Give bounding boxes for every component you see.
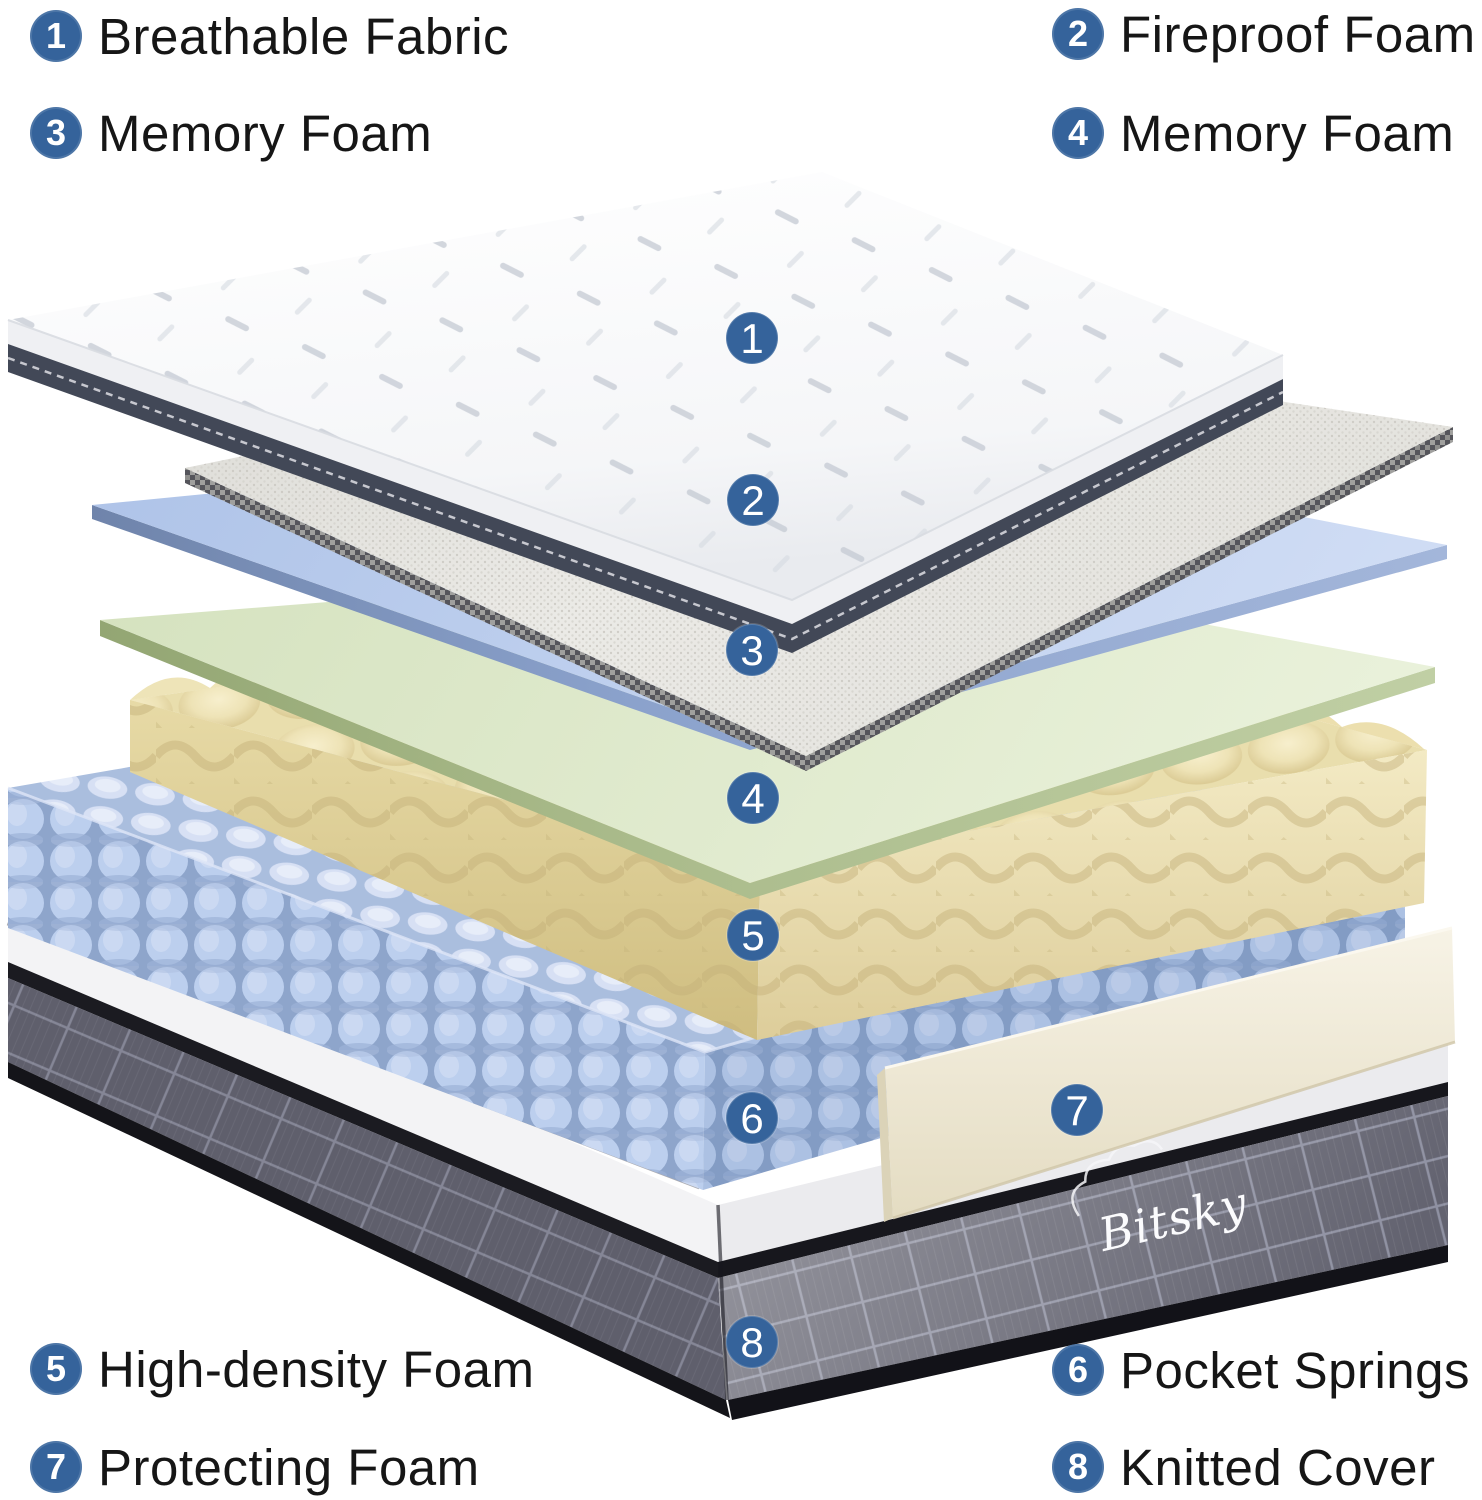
- legend-label-6: Pocket Springs: [1120, 1341, 1471, 1399]
- green-foam-edge: [100, 620, 1435, 899]
- marker-6: 6: [725, 1091, 779, 1145]
- base-piping-top-left: [8, 962, 718, 1278]
- legend-badge-7-num: 7: [45, 1446, 67, 1487]
- quilt-thickness: [8, 320, 1283, 624]
- legend-badge-5: 5: [30, 1343, 82, 1395]
- legend-badge-5-num: 5: [45, 1348, 67, 1389]
- legend-badge-8: 8: [1052, 1441, 1104, 1493]
- cloud-icon: [1071, 1140, 1164, 1217]
- svg-text:2: 2: [741, 477, 764, 524]
- legend-item-1: 1 Breathable Fabric: [30, 8, 509, 65]
- marker-5: 5: [726, 908, 780, 962]
- legend-item-5: 5 High-density Foam: [30, 1341, 535, 1398]
- legend-item-3: 3 Memory Foam: [30, 105, 432, 162]
- base-corner-seam: [716, 1204, 729, 1401]
- mesh-sheet-edge: [185, 427, 1453, 771]
- svg-text:1: 1: [740, 315, 763, 362]
- legend-badge-6: 6: [1052, 1344, 1104, 1396]
- legend-label-3: Memory Foam: [98, 104, 433, 162]
- base-piping-bottom-left: [8, 1062, 730, 1418]
- legend-item-4: 4 Memory Foam: [1052, 105, 1454, 162]
- legend-item-7: 7 Protecting Foam: [30, 1439, 480, 1496]
- layer-7-protecting-foam: [877, 926, 1456, 1222]
- blue-foam-edge: [92, 505, 1447, 750]
- legend-label-7: Protecting Foam: [98, 1438, 480, 1496]
- marker-4: 4: [726, 771, 780, 825]
- layer-1-breathable-fabric: [7, 172, 1284, 653]
- marker-7: 7: [1050, 1083, 1104, 1137]
- quilt-binding-tape: [8, 344, 1283, 653]
- base-piping-bottom-right: [728, 1245, 1448, 1420]
- legend-label-1: Breathable Fabric: [98, 7, 510, 65]
- marker-1: 1: [725, 311, 779, 365]
- legend-badge-2-num: 2: [1067, 13, 1089, 54]
- legend-badge-7: 7: [30, 1441, 82, 1493]
- legend-badge-3-num: 3: [45, 112, 67, 153]
- svg-text:4: 4: [741, 775, 764, 822]
- layer-8-knitted-cover-base: Bitsky: [8, 898, 1448, 1420]
- legend-badge-4: 4: [1052, 107, 1104, 159]
- marker-3: 3: [725, 623, 779, 677]
- svg-text:6: 6: [740, 1095, 763, 1142]
- legend-item-6: 6 Pocket Springs: [1052, 1342, 1470, 1399]
- legend-badge-4-num: 4: [1067, 112, 1089, 153]
- legend-badge-3: 3: [30, 107, 82, 159]
- legend-label-2: Fireproof Foam: [1120, 5, 1476, 63]
- marker-2: 2: [726, 473, 780, 527]
- legend-label-5: High-density Foam: [98, 1340, 535, 1398]
- rail-end-face: [877, 1068, 893, 1222]
- marker-8: 8: [725, 1315, 779, 1369]
- svg-text:5: 5: [741, 912, 764, 959]
- rail-front-face: [885, 928, 1455, 1218]
- legend-badge-1-num: 1: [45, 15, 67, 56]
- legend-label-4: Memory Foam: [1120, 104, 1455, 162]
- legend-badge-1: 1: [30, 10, 82, 62]
- legend-item-8: 8 Knitted Cover: [1052, 1439, 1436, 1496]
- legend-item-2: 2 Fireproof Foam: [1052, 6, 1476, 63]
- legend-badge-2: 2: [1052, 8, 1104, 60]
- base-piping-top-right: [718, 1082, 1448, 1278]
- svg-text:7: 7: [1065, 1087, 1088, 1134]
- legend-badge-6-num: 6: [1067, 1349, 1089, 1390]
- legend-label-8: Knitted Cover: [1120, 1438, 1436, 1496]
- legend-badge-8-num: 8: [1067, 1446, 1089, 1487]
- springs-front-left-face: [8, 788, 705, 1190]
- svg-text:8: 8: [740, 1319, 763, 1366]
- svg-text:3: 3: [740, 627, 763, 674]
